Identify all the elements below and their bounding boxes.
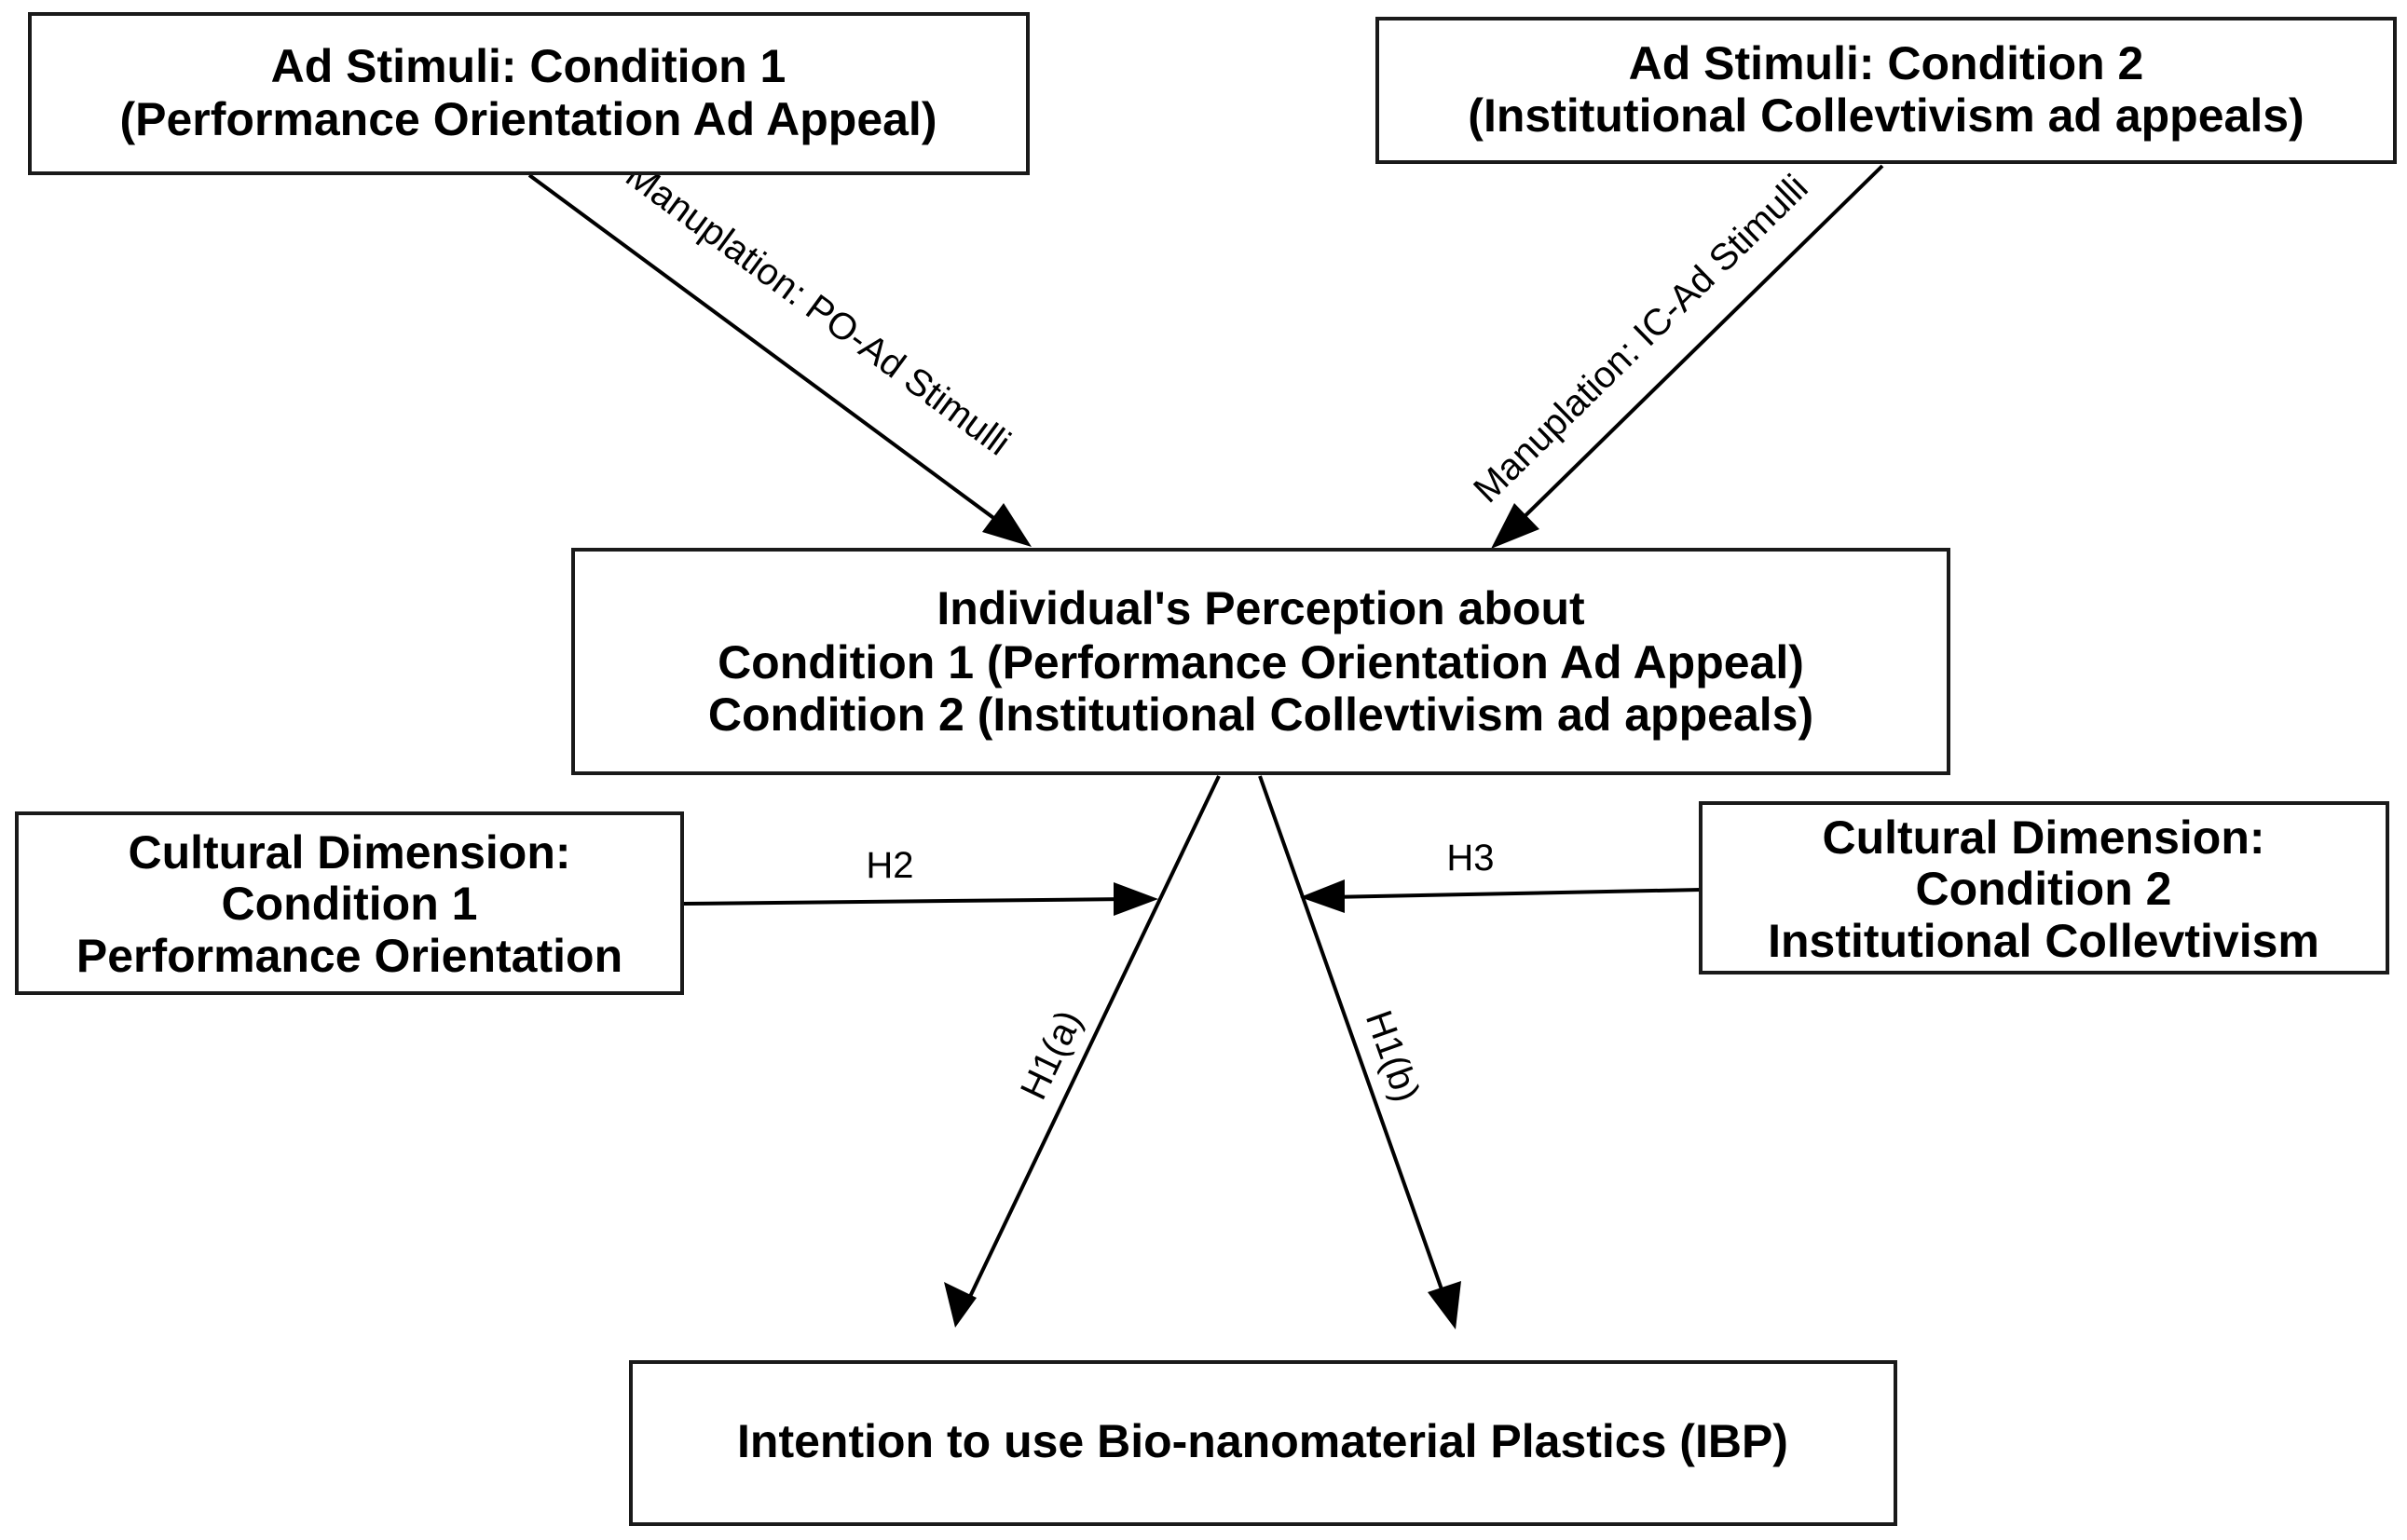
node-line: Institutional Collevtivism [1768, 915, 2319, 967]
node-line: Condition 1 (Performance Orientation Ad … [718, 636, 1804, 688]
node-line: Condition 2 (Institutional Collevtivism … [708, 688, 1813, 741]
node-line: Cultural Dimension: [1822, 811, 2264, 864]
node-line: Ad Stimuli: Condition 1 [271, 40, 786, 92]
edge-label-h1b: H1(b) [1358, 1005, 1428, 1107]
edge-h2 [683, 882, 1158, 916]
node-cultural-dimension-condition-1: Cultural Dimension: Condition 1 Performa… [15, 811, 684, 995]
node-cultural-dimension-condition-2: Cultural Dimension: Condition 2 Institut… [1699, 801, 2389, 974]
node-intention-ibp: Intention to use Bio-nanomaterial Plasti… [629, 1360, 1897, 1526]
node-ad-stimuli-condition-1: Ad Stimuli: Condition 1 (Performance Ori… [28, 12, 1030, 175]
edge-manipulation-po [527, 173, 1032, 547]
node-line: Condition 2 [1916, 863, 2172, 915]
node-line: Intention to use Bio-nanomaterial Plasti… [737, 1415, 1788, 1467]
edge-label-h3: H3 [1446, 838, 1494, 879]
node-line: Ad Stimuli: Condition 2 [1629, 37, 2144, 89]
node-line: Condition 1 [222, 878, 478, 930]
node-line: (Institutional Collevtivism ad appeals) [1468, 89, 2304, 142]
edge-h1a [944, 775, 1221, 1328]
edge-label-h1a: H1(a) [1013, 1004, 1090, 1106]
node-line: (Performance Orientation Ad Appeal) [120, 93, 937, 145]
edge-label-h2: H2 [866, 845, 913, 886]
edge-h3 [1300, 879, 1702, 913]
node-individual-perception: Individual's Perception about Condition … [571, 548, 1950, 775]
edge-h1b [1258, 775, 1461, 1329]
node-line: Performance Orientation [76, 930, 622, 982]
node-line: Cultural Dimension: [128, 826, 570, 879]
node-ad-stimuli-condition-2: Ad Stimuli: Condition 2 (Institutional C… [1375, 17, 2397, 164]
edge-label-manipulation-ic: Manuplation: IC-Ad Stimulli [1466, 167, 1815, 511]
edge-manipulation-ic [1491, 164, 1884, 549]
edge-label-manipulation-po: Manuplation: PO-Ad Stimulli [618, 154, 1018, 463]
node-line: Individual's Perception about [937, 582, 1585, 634]
